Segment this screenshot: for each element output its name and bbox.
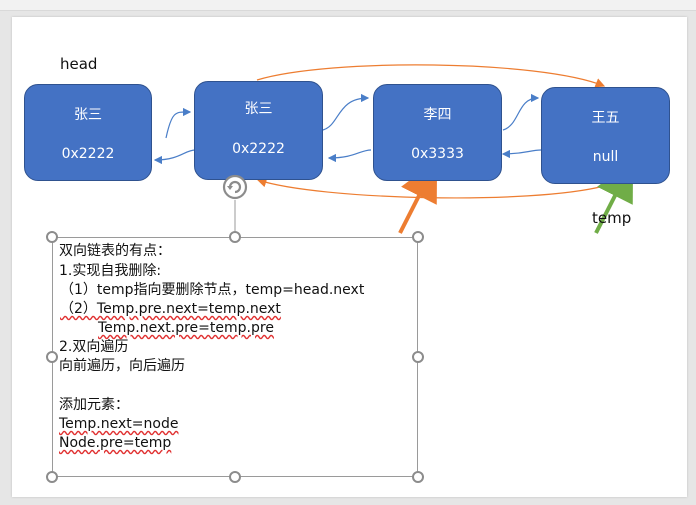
resize-handle-top-left[interactable] (46, 231, 58, 243)
next-arrow-2 (322, 93, 370, 131)
pre-arrow-3 (501, 149, 542, 159)
resize-handle-left[interactable] (46, 351, 58, 363)
node-name: 张三 (74, 107, 102, 123)
node-address: 0x2222 (232, 141, 285, 157)
orange-pointer-arrow (398, 160, 438, 234)
node-name: 李四 (423, 107, 452, 123)
node-address: null (592, 149, 619, 165)
text-line-10-content: Temp.next=node (59, 416, 179, 432)
node-name: 张三 (244, 101, 273, 117)
text-line-5: Temp.next.pre=temp.pre (98, 319, 274, 338)
pre-arrow-2 (327, 149, 372, 163)
text-line-1: 双向链表的有点： (59, 243, 171, 259)
next-arrow-3 (502, 93, 540, 131)
bypass-next-arrow (256, 64, 606, 88)
text-line-3: （1）temp指向要删除节点，temp=head.next (60, 281, 364, 300)
text-line-11-content: Node.pre=temp (59, 435, 172, 451)
resize-handle-top[interactable] (229, 231, 241, 243)
resize-handle-bottom-right[interactable] (412, 471, 424, 483)
resize-handle-bottom-left[interactable] (46, 471, 58, 483)
text-line-3-content: （1）temp指向要删除节点，temp=head.next (60, 282, 365, 298)
resize-handle-top-right[interactable] (412, 231, 424, 243)
text-line-7: 向前遍历，向后遍历 (59, 358, 185, 374)
node-3[interactable]: 李四 0x3333 (373, 84, 502, 181)
rotate-handle-icon[interactable] (222, 174, 248, 200)
node-name: 王五 (591, 110, 620, 126)
resize-handle-right[interactable] (412, 351, 424, 363)
resize-handle-bottom[interactable] (229, 471, 241, 483)
text-line-9: 添加元素： (59, 397, 129, 413)
text-line-2: 1.实现自我删除: (59, 263, 162, 279)
green-pointer-arrow (594, 160, 634, 234)
text-line-10: Temp.next=node (59, 415, 178, 434)
temp-label: temp (592, 209, 632, 227)
text-line-11: Node.pre=temp (59, 434, 171, 453)
head-label: head (60, 55, 98, 73)
text-line-4: （2）Temp.pre.next=temp.next (60, 300, 281, 319)
text-line-4-content: （2）Temp.pre.next=temp.next (60, 301, 281, 317)
node-4[interactable]: 王五 null (541, 87, 670, 184)
text-line-6: 2.双向遍历 (59, 339, 129, 355)
node-address: 0x2222 (61, 146, 115, 162)
pre-arrow-1 (153, 149, 196, 165)
next-arrow-1 (165, 107, 192, 139)
node-1[interactable]: 张三 0x2222 (24, 84, 152, 181)
text-line-5-content: Temp.next.pre=temp.pre (98, 320, 274, 336)
node-address: 0x3333 (411, 146, 464, 162)
node-2[interactable]: 张三 0x2222 (194, 81, 323, 180)
ribbon-strip (0, 0, 696, 11)
